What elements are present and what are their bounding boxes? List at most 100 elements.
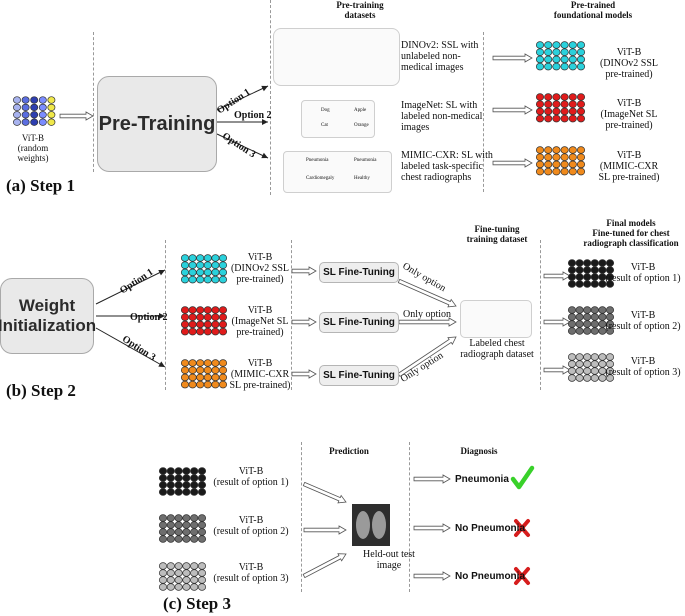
step2-mimic-network-node [218, 366, 228, 374]
step3-model-1-network-node [190, 481, 199, 489]
init-option-arrow-3 [95, 327, 166, 368]
divider-line [540, 240, 541, 390]
step3-model-1-network-node [182, 467, 191, 475]
step3-model-1-network-node [190, 467, 199, 475]
diagnosis-3: No Pneumonia [455, 571, 526, 582]
imagenet-model-network-node [552, 93, 561, 101]
step3-model-1-network-node [197, 481, 207, 489]
step3-model-2-network-node [182, 535, 191, 543]
step2-mimic-network-node [211, 359, 220, 367]
step2-mimic-network-node [188, 359, 197, 367]
final-model-3-network-node [567, 367, 577, 375]
mimic-model-network-node [535, 146, 545, 154]
final-model-2-network-node [575, 306, 584, 314]
divider-line [291, 240, 292, 390]
step2-dinov2-network-node [188, 261, 197, 269]
step3-model-1-network-node [158, 481, 168, 489]
mimic-model-network-node [576, 146, 586, 154]
step3-model-1-network-node [158, 467, 168, 475]
random-vit-network-node [38, 118, 47, 126]
diagnosis-1: Pneumonia [455, 474, 509, 485]
imagenet-model-network-node [535, 100, 545, 108]
imagenet-model-network-node [576, 114, 586, 123]
dinov2-model-network-node [576, 55, 586, 64]
final-model-2-network-node [567, 306, 577, 314]
random-vit-network-node [30, 111, 39, 119]
imagenet-model-network-node [552, 100, 561, 108]
mimic-model-network-node [552, 146, 561, 154]
option-arrowhead-1 [261, 85, 268, 92]
step3-model-1-network-node [166, 488, 175, 496]
random-vit-network-node [30, 96, 39, 104]
final-model-2-network-node [575, 320, 584, 328]
datasets-header: Pre-training datasets [336, 0, 384, 21]
step2-imagenet-network-node [188, 313, 197, 321]
mimic-model-network-node [568, 167, 577, 176]
thumb-label: Apple [354, 108, 367, 113]
step3-model-2-network-node [158, 514, 168, 522]
arrow-to-finetune-2 [291, 317, 317, 327]
mimic-model-network-node [560, 160, 569, 169]
step3-model-3-network-node [174, 569, 183, 577]
cross-icon [514, 567, 530, 585]
thumb-label: Healthy [354, 176, 370, 181]
final-model-2-label: ViT-B (result of option 2) [605, 310, 681, 333]
step3-model-1-network-node [182, 481, 191, 489]
arrow-to-finetune-3 [291, 369, 317, 379]
option-arrow-1 [216, 85, 269, 111]
random-vit-network-node [13, 118, 21, 126]
imagenet-model-network-node [535, 93, 545, 101]
final-model-3-network-node [575, 360, 584, 368]
step3-model-1-network-node [197, 488, 207, 496]
step2-imagenet-network-node [218, 320, 228, 329]
finetune-box-3: SL Fine-Tuning [319, 365, 399, 386]
step2-mimic-network-node [196, 366, 205, 374]
imagenet-model-network-node [576, 100, 586, 108]
final-model-3-network-node [567, 374, 577, 382]
step3-model-3-network-node [197, 583, 207, 591]
dinov2-model-network-node [552, 55, 561, 64]
random-vit-network-node [47, 118, 56, 126]
arrow-mimic-to-model-shape [492, 158, 533, 168]
step3-model-2-network-node [174, 535, 183, 543]
step2-mimic-network-node [218, 380, 228, 389]
step2-dinov2-network-node [196, 254, 205, 262]
divider-line [301, 442, 302, 592]
step2-dinov2-network-node [203, 261, 212, 269]
step3-model-1-network-node [182, 474, 191, 482]
step3-model-3-network-node [158, 583, 168, 591]
final-model-2-network-node [583, 320, 592, 328]
step2-imagenet-network-node [180, 327, 190, 336]
step2-mimic-network-node [218, 373, 228, 382]
model-imagenet-label: ViT-B (ImageNet SL pre-trained) [600, 98, 658, 132]
imagenet-model-network-node [544, 107, 553, 116]
mimic-model-network-node [544, 167, 553, 176]
step2-dinov2-network-node [196, 275, 205, 284]
arrow-to-pretraining-shape [59, 111, 94, 121]
step3-model-3-network-node [182, 569, 191, 577]
init-option-arrow-1 [95, 269, 166, 305]
arrow-to-finetune-3-shape [291, 369, 317, 379]
step2-imagenet-network-node [218, 306, 228, 314]
step2-mimic-network-node [211, 373, 220, 382]
step2-dinov2-network-node [211, 268, 220, 277]
step3-model-2-network-node [166, 521, 175, 529]
step2-mimic-network-node [196, 380, 205, 389]
mimic-model-network-node [535, 160, 545, 169]
step2-dinov2-network-node [180, 261, 190, 269]
imagenet-model-network-node [552, 114, 561, 123]
mimic-model-network-node [544, 160, 553, 169]
arrow-dinov2-to-model [492, 53, 533, 63]
step2-imagenet-network-node [180, 313, 190, 321]
step3-model-3-network-node [166, 576, 175, 584]
step3-model-3-network-node [158, 576, 168, 584]
mimic-model-network-node [560, 153, 569, 161]
final-model-2-network-node [575, 327, 584, 335]
step2-dinov2-network-node [218, 261, 228, 269]
models-header: Pre-trained foundational models [553, 0, 633, 21]
step2-imagenet-network-node [218, 327, 228, 336]
arrow-mimic-to-model [492, 158, 533, 168]
random-vit-network-node [47, 96, 56, 104]
arrow-to-finetune-1 [291, 266, 317, 276]
dinov2-model-network-node [576, 62, 586, 71]
